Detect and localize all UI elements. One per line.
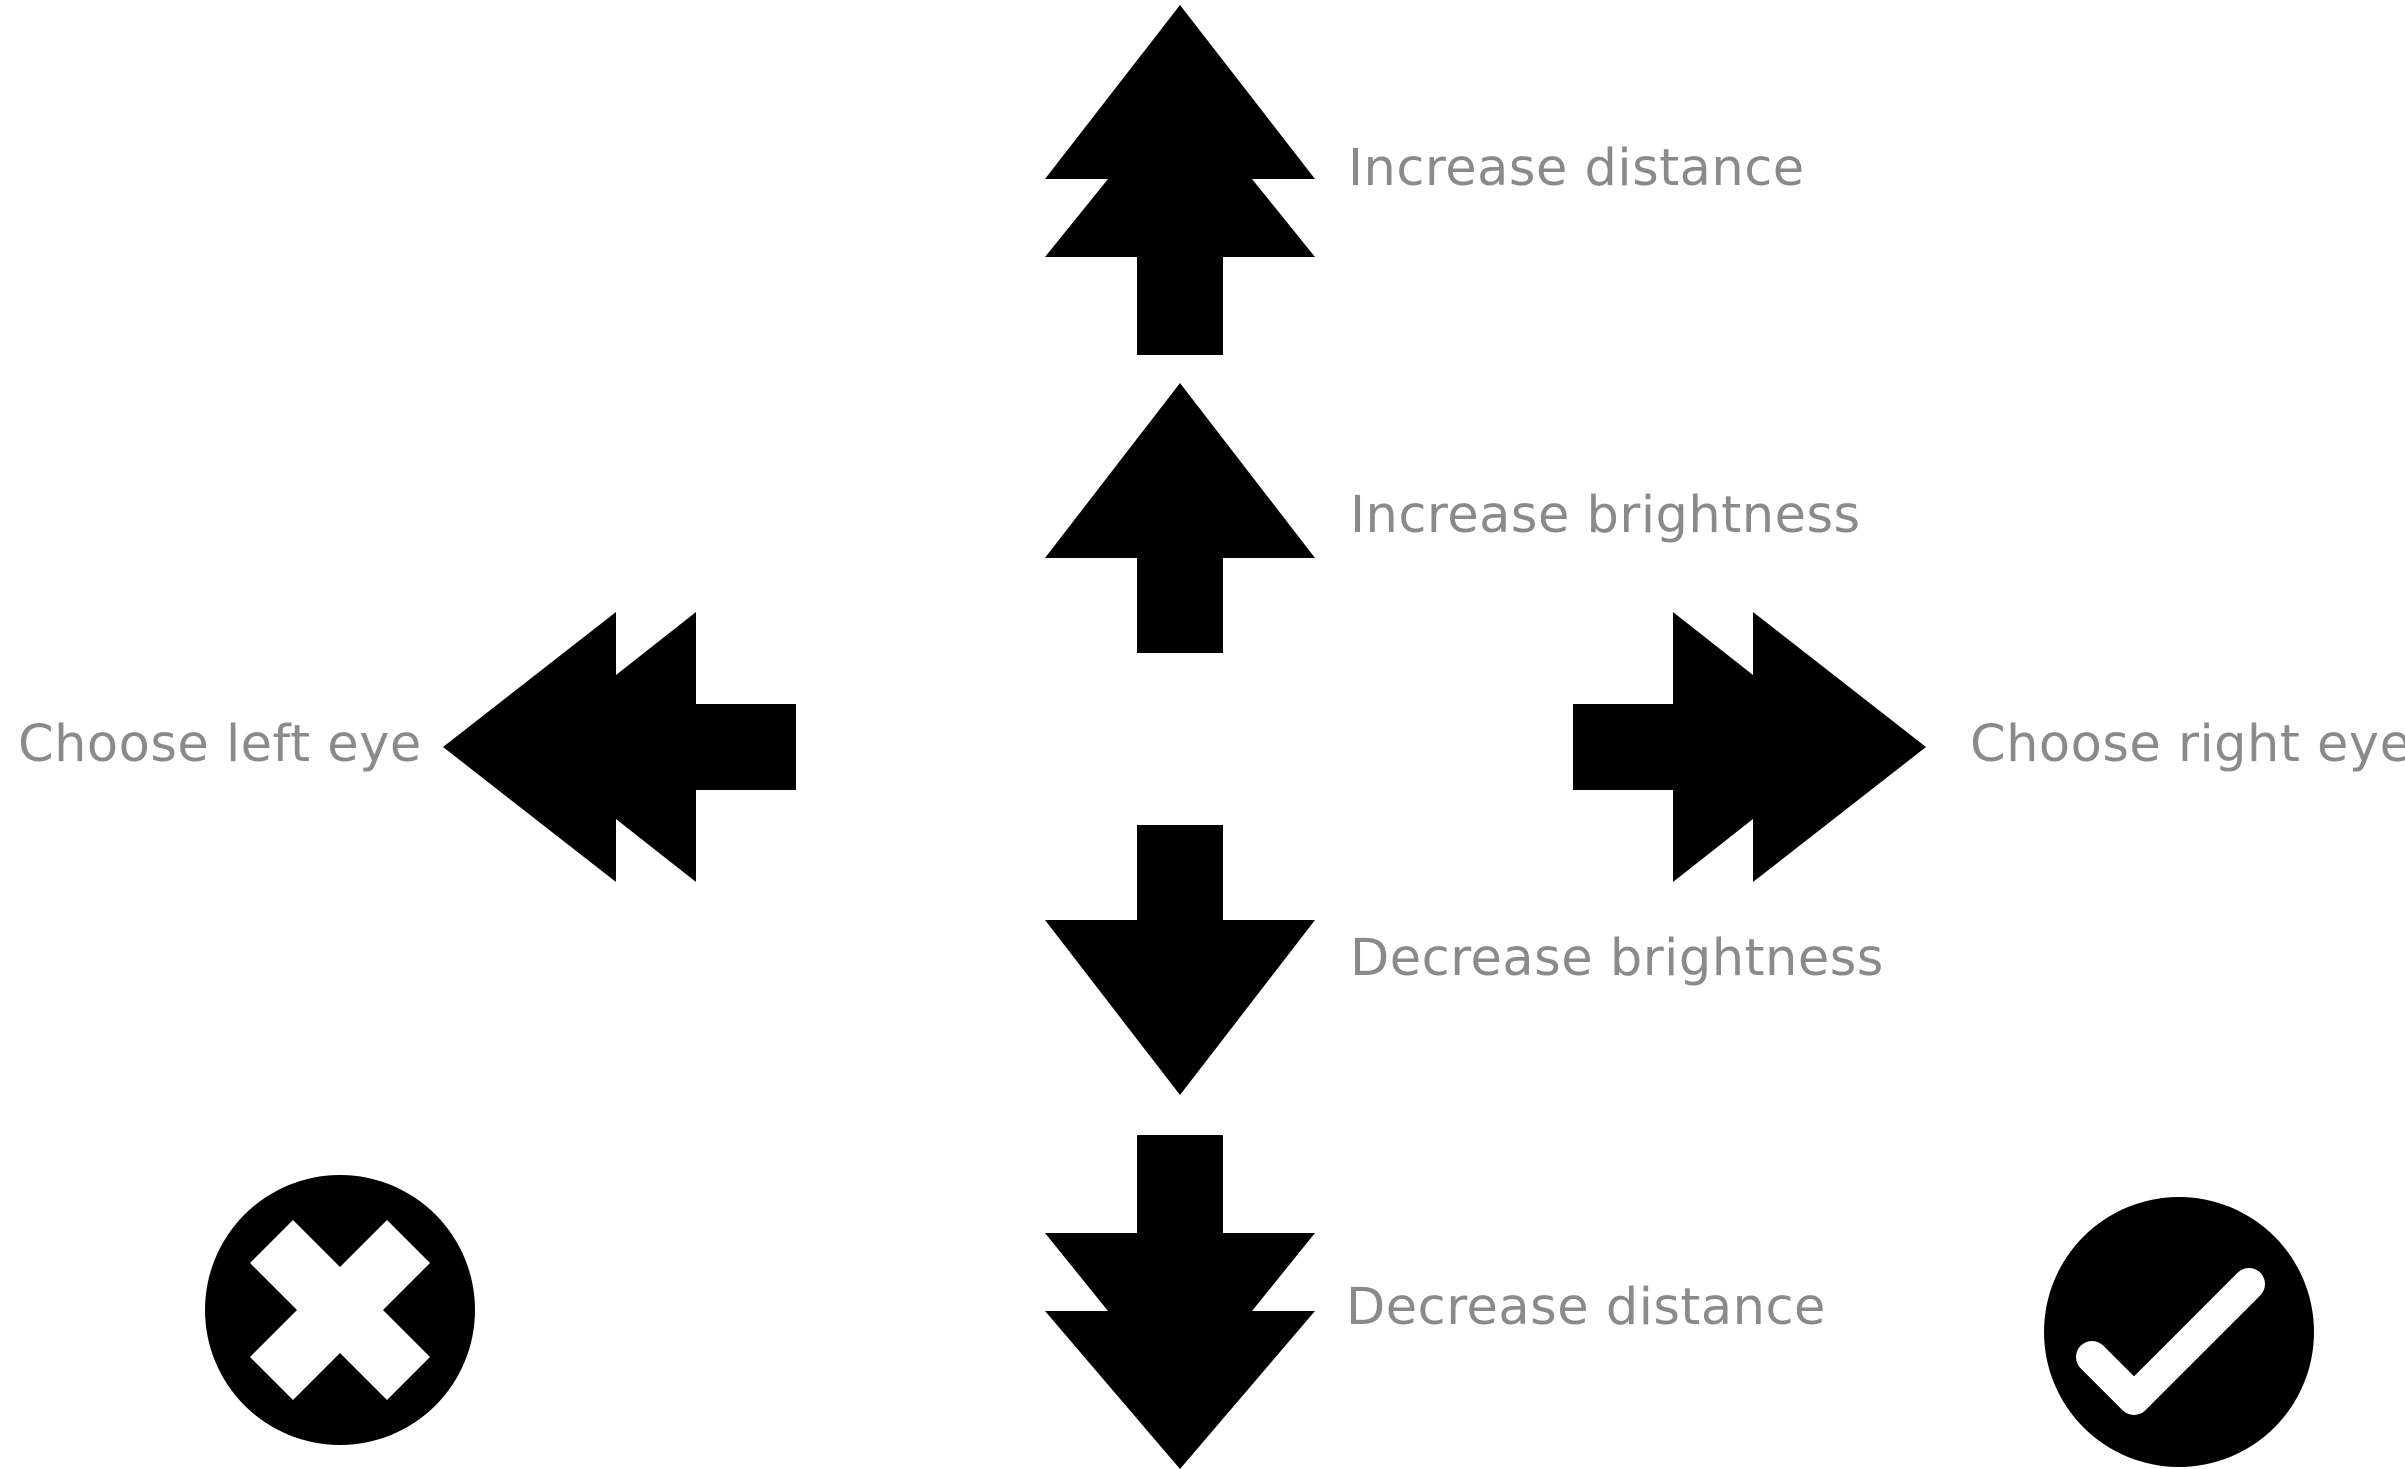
choose-right-eye-label: Choose right eye xyxy=(1970,715,2405,774)
increase-distance-label: Increase distance xyxy=(1348,139,1805,198)
increase-distance-button[interactable] xyxy=(1045,5,1315,355)
double-up-arrow-icon xyxy=(1045,5,1315,355)
close-circle-icon xyxy=(205,1175,475,1445)
choose-left-eye-label: Choose left eye xyxy=(18,715,422,774)
decrease-brightness-button[interactable] xyxy=(1045,825,1315,1095)
double-right-arrow-icon xyxy=(1573,612,1926,882)
increase-brightness-label: Increase brightness xyxy=(1350,486,1861,545)
decrease-distance-button[interactable] xyxy=(1045,1135,1315,1469)
double-down-arrow-icon xyxy=(1045,1135,1315,1469)
check-circle-icon xyxy=(2044,1197,2314,1467)
confirm-button[interactable] xyxy=(2044,1197,2314,1467)
increase-brightness-button[interactable] xyxy=(1045,383,1315,653)
double-left-arrow-icon xyxy=(443,612,796,882)
choose-left-eye-button[interactable] xyxy=(443,612,796,882)
up-arrow-icon xyxy=(1045,383,1315,653)
cancel-button[interactable] xyxy=(205,1175,475,1445)
down-arrow-icon xyxy=(1045,825,1315,1095)
decrease-distance-label: Decrease distance xyxy=(1346,1278,1826,1337)
choose-right-eye-button[interactable] xyxy=(1573,612,1926,882)
decrease-brightness-label: Decrease brightness xyxy=(1350,929,1884,988)
